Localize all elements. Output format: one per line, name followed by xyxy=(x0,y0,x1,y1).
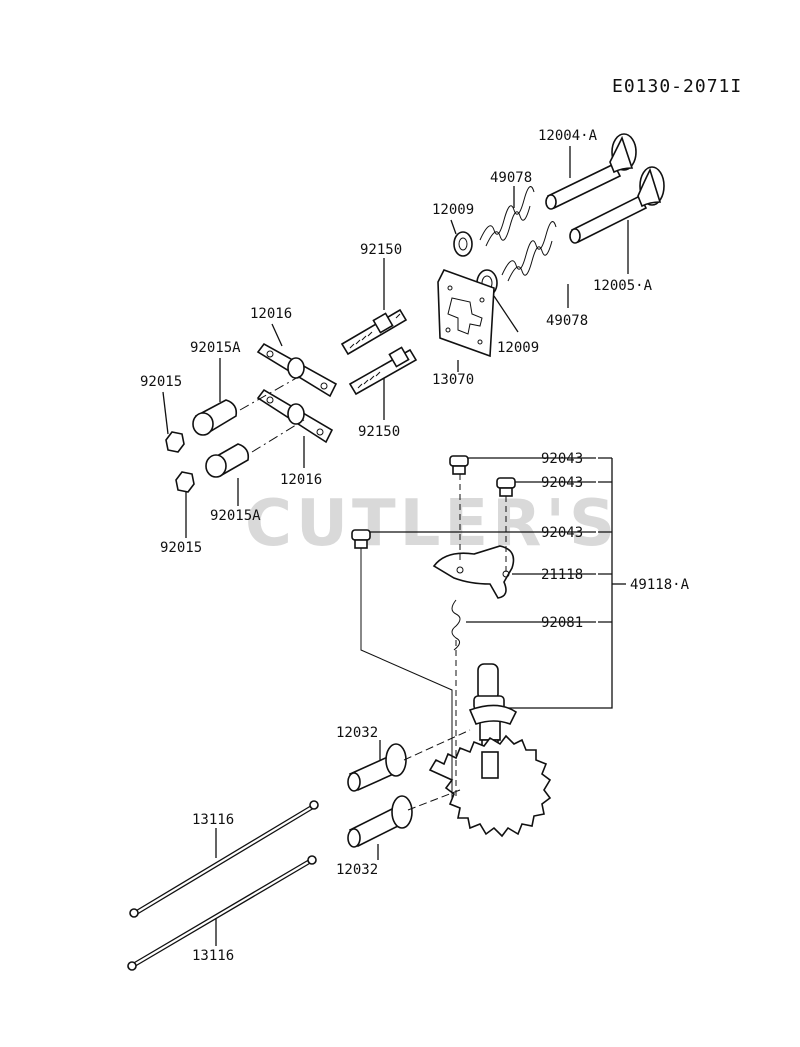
valve-upper xyxy=(545,133,637,210)
label-92081: 92081 xyxy=(541,615,583,631)
watermark: CUTLER'S xyxy=(245,487,619,561)
diagram-code: E0130-2071I xyxy=(612,76,742,97)
label-92015A-upper: 92015A xyxy=(190,340,241,356)
breather-plate xyxy=(437,269,495,358)
label-92015-lower: 92015 xyxy=(160,540,202,556)
stud-upper xyxy=(340,308,408,356)
label-49078-lower: 49078 xyxy=(546,313,588,329)
label-12016-upper: 12016 xyxy=(250,306,292,322)
label-12005A: 12005·A xyxy=(593,278,653,294)
label-49078-upper: 49078 xyxy=(490,170,532,186)
tappet-upper xyxy=(347,743,407,792)
label-12009-lower: 12009 xyxy=(497,340,539,356)
label-12032-lower: 12032 xyxy=(336,862,378,878)
decompressor-spring xyxy=(451,599,461,651)
label-92015-upper: 92015 xyxy=(140,374,182,390)
label-92043-middle: 92043 xyxy=(541,475,583,491)
nut-upper xyxy=(165,431,185,453)
label-13070: 13070 xyxy=(432,372,474,388)
pivot-upper xyxy=(192,399,238,436)
retainer-upper xyxy=(453,231,473,257)
rivet-c xyxy=(351,529,371,549)
valve-spring-upper xyxy=(479,186,535,247)
label-92150-lower: 92150 xyxy=(358,424,400,440)
label-92150-upper: 92150 xyxy=(360,242,402,258)
pivot-lower xyxy=(205,443,250,478)
label-12016-lower: 12016 xyxy=(280,472,322,488)
rivet-a xyxy=(449,455,469,475)
stud-lower xyxy=(348,346,418,396)
rocker-arm-lower xyxy=(256,388,334,444)
label-12032-upper: 12032 xyxy=(336,725,378,741)
tappet-lower xyxy=(347,795,413,848)
label-92043-top: 92043 xyxy=(541,451,583,467)
label-21118: 21118 xyxy=(541,567,583,583)
label-13116-upper: 13116 xyxy=(192,812,234,828)
label-92015A-lower: 92015A xyxy=(210,508,261,524)
push-rod-upper xyxy=(129,800,319,918)
label-12009-upper: 12009 xyxy=(432,202,474,218)
label-49118A: 49118·A xyxy=(630,577,690,593)
label-13116-lower: 13116 xyxy=(192,948,234,964)
cam-gear xyxy=(428,734,552,838)
push-rod-lower xyxy=(127,855,317,971)
rivet-b xyxy=(496,477,516,497)
rocker-arm-upper xyxy=(256,342,338,398)
label-12004A: 12004·A xyxy=(538,128,598,144)
label-92043-bottom: 92043 xyxy=(541,525,583,541)
valve-lower xyxy=(569,166,665,244)
nut-lower xyxy=(175,471,195,493)
valve-spring-lower xyxy=(501,221,557,282)
